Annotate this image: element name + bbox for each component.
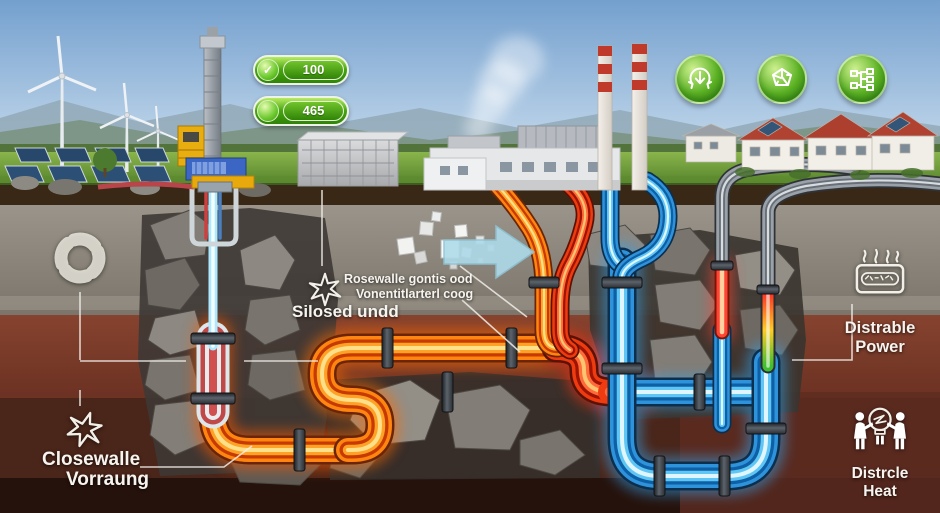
steam-box-icon bbox=[855, 248, 905, 294]
flow-diagram-icon[interactable] bbox=[837, 54, 887, 104]
process-note-line1: Rosewalle gontis ood bbox=[344, 272, 473, 286]
power-label: Distrable Power bbox=[828, 248, 932, 357]
heat-label-line1: Distrcle bbox=[851, 465, 909, 482]
badge-value: 465 bbox=[283, 101, 344, 121]
badge-value: 100 bbox=[283, 60, 344, 80]
houses bbox=[681, 111, 940, 180]
storage-containers bbox=[296, 131, 410, 187]
storage-label-line1: Closewalle bbox=[42, 449, 141, 470]
power-label-line1: Distrable bbox=[844, 319, 916, 337]
process-note-line2: Vonentitlarterl coog bbox=[356, 287, 474, 301]
heat-label: Distrcle Heat bbox=[832, 402, 928, 501]
storage-label: Closewalle Vorraung bbox=[42, 450, 149, 490]
check-circle-icon: ✓ bbox=[257, 59, 279, 81]
power-label-line2: Power bbox=[855, 338, 905, 356]
segmented-ring-icon bbox=[50, 228, 110, 293]
pipe-network bbox=[189, 164, 940, 497]
storage-label-line2: Vorraung bbox=[66, 469, 150, 490]
spark-scribble-icon bbox=[306, 270, 344, 313]
pipe-clamps bbox=[190, 260, 787, 497]
drilling-rig bbox=[177, 27, 255, 193]
green-circle-icon bbox=[257, 100, 279, 122]
status-badge[interactable]: ✓ 100 bbox=[253, 55, 349, 85]
recycle-arrows-icon[interactable] bbox=[757, 54, 807, 104]
flow-arrow bbox=[443, 224, 536, 280]
status-badges: ✓ 100 465 bbox=[253, 55, 349, 137]
spark-scribble-icon bbox=[64, 408, 106, 455]
heat-label-line2: Heat bbox=[863, 483, 897, 500]
power-plant bbox=[423, 36, 648, 191]
closed-loop-label: Silosed undd bbox=[292, 302, 399, 321]
chimneys bbox=[597, 43, 648, 191]
people-bulb-icon bbox=[853, 407, 907, 450]
surface-hot-pipe bbox=[97, 181, 195, 190]
cycle-down-arrow-icon[interactable] bbox=[675, 54, 725, 104]
process-note: Rosewalle gontis ood Vonentitlarterl coo… bbox=[344, 272, 473, 302]
callout-lines bbox=[79, 190, 853, 468]
status-badge[interactable]: 465 bbox=[253, 96, 349, 126]
